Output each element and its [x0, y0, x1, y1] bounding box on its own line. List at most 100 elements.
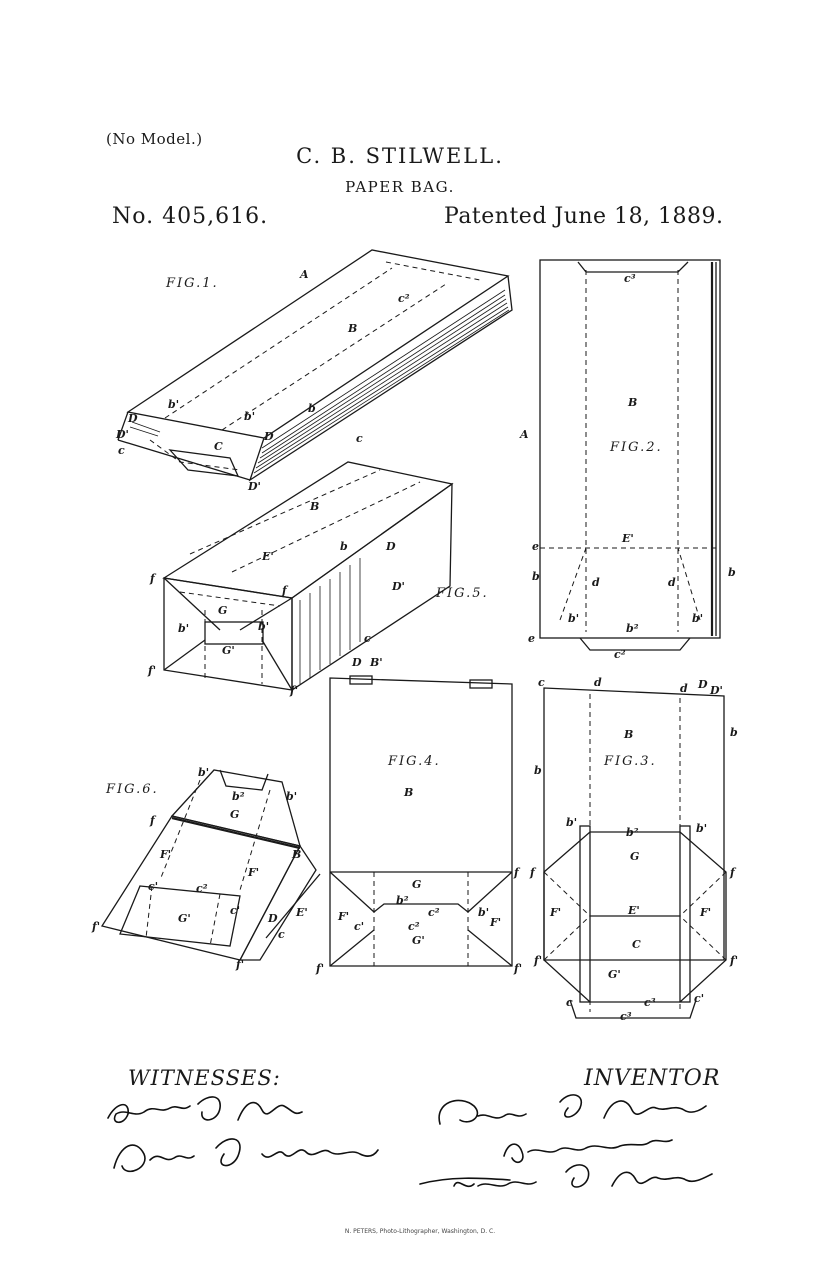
ref-letter: D' [710, 684, 723, 697]
ref-letter: c [278, 928, 285, 941]
ref-letter: b [534, 764, 542, 777]
ref-letter: b [730, 726, 738, 739]
ref-letter: F' [160, 848, 172, 861]
ref-letter: F' [700, 906, 712, 919]
ref-letter: B [624, 728, 634, 741]
ref-letter: E' [262, 550, 274, 563]
no-model-note: (No Model.) [106, 130, 203, 148]
ref-letter: c³ [644, 996, 656, 1009]
ref-letter: F' [338, 910, 350, 923]
ref-letter: c³ [620, 1010, 632, 1023]
ref-letter: f' [92, 920, 101, 933]
ref-letter: b' [198, 766, 210, 779]
ref-letter: D' [248, 480, 261, 493]
ref-letter: c² [428, 906, 440, 919]
ref-letter: G [630, 850, 640, 863]
ref-letter: D [698, 678, 708, 691]
ref-letter: f [150, 572, 155, 585]
fig5-drawing [162, 461, 454, 692]
fig2-drawing [539, 259, 721, 651]
ref-letter: f [282, 584, 287, 597]
ref-letter: E' [622, 532, 634, 545]
ref-letter: b [728, 566, 736, 579]
ref-letter: b² [626, 826, 639, 839]
ref-letter: G [412, 878, 422, 891]
ref-letter: e [532, 540, 539, 553]
ref-letter: c³ [624, 272, 636, 285]
ref-letter: C [214, 440, 223, 453]
ref-letter: b' [696, 822, 708, 835]
ref-letter: c² [614, 648, 626, 661]
ref-letter: f' [514, 962, 523, 975]
fig4-label: FIG.4. [388, 754, 441, 769]
fig6-label: FIG.6. [106, 782, 159, 797]
ref-letter: f' [290, 684, 299, 697]
ref-letter: b' [258, 620, 270, 633]
fig1-label: FIG.1. [166, 276, 219, 291]
ref-letter: F' [248, 866, 260, 879]
patent-title: PAPER BAG. [345, 178, 455, 196]
ref-letter: b [308, 402, 316, 415]
ref-letter: d [592, 576, 600, 589]
ref-letter: b' [566, 816, 578, 829]
ref-letter: c² [408, 920, 420, 933]
ref-letter: f' [316, 962, 325, 975]
ref-letter: G [230, 808, 240, 821]
ref-letter: f' [534, 954, 543, 967]
ref-letter: d [594, 676, 602, 689]
ref-letter: f' [148, 664, 157, 677]
ref-letter: E' [296, 906, 308, 919]
ref-letter: G' [222, 644, 235, 657]
ref-letter: d [668, 576, 676, 589]
ref-letter: D [264, 430, 274, 443]
ref-letter: B [404, 786, 414, 799]
ref-letter: f [514, 866, 519, 879]
ref-letter: b [532, 570, 540, 583]
ref-letter: f' [236, 958, 245, 971]
ref-letter: f [530, 866, 535, 879]
fig3-label: FIG.3. [604, 754, 657, 769]
ref-letter: F' [550, 906, 562, 919]
ref-letter: G' [178, 912, 191, 925]
ref-letter: B [348, 322, 358, 335]
ref-letter: d [680, 682, 688, 695]
ref-letter: f' [730, 954, 739, 967]
ref-letter: B [292, 848, 302, 861]
patentee-name: C. B. STILWELL. [296, 144, 504, 168]
fig5-label: FIG.5. [436, 586, 489, 601]
ref-letter: b [340, 540, 348, 553]
ref-letter: C [632, 938, 641, 951]
fig1-drawing [117, 249, 513, 482]
signatures-drawing [107, 1094, 713, 1188]
ref-letter: c² [398, 292, 410, 305]
fig6-drawing [100, 769, 321, 961]
fig2-label: FIG.2. [610, 440, 663, 455]
ref-letter: b² [626, 622, 639, 635]
ref-letter: c' [148, 880, 159, 893]
ref-letter: G' [608, 968, 621, 981]
ref-letter: b² [232, 790, 245, 803]
ref-letter: b' [168, 398, 180, 411]
ref-letter: G [218, 604, 228, 617]
ref-letter: E' [628, 904, 640, 917]
ref-letter: D' [116, 428, 129, 441]
patent-date: Patented June 18, 1889. [444, 204, 724, 229]
ref-letter: b' [178, 622, 190, 635]
ref-letter: D [128, 412, 138, 425]
ref-letter: b' [692, 612, 704, 625]
ref-letter: b' [568, 612, 580, 625]
ref-letter: c [566, 996, 573, 1009]
ref-letter: c [118, 444, 125, 457]
printer-credit: N. PETERS, Photo-Lithographer, Washingto… [344, 1228, 496, 1235]
ref-letter: B [310, 500, 320, 513]
ref-letter: F' [490, 916, 502, 929]
ref-letter: A [520, 428, 529, 441]
ref-letter: D [386, 540, 396, 553]
ref-letter: D [352, 656, 362, 669]
ref-letter: c' [694, 992, 705, 1005]
fig3-drawing [543, 687, 727, 1019]
ref-letter: A [300, 268, 309, 281]
ref-letter: B' [370, 656, 383, 669]
